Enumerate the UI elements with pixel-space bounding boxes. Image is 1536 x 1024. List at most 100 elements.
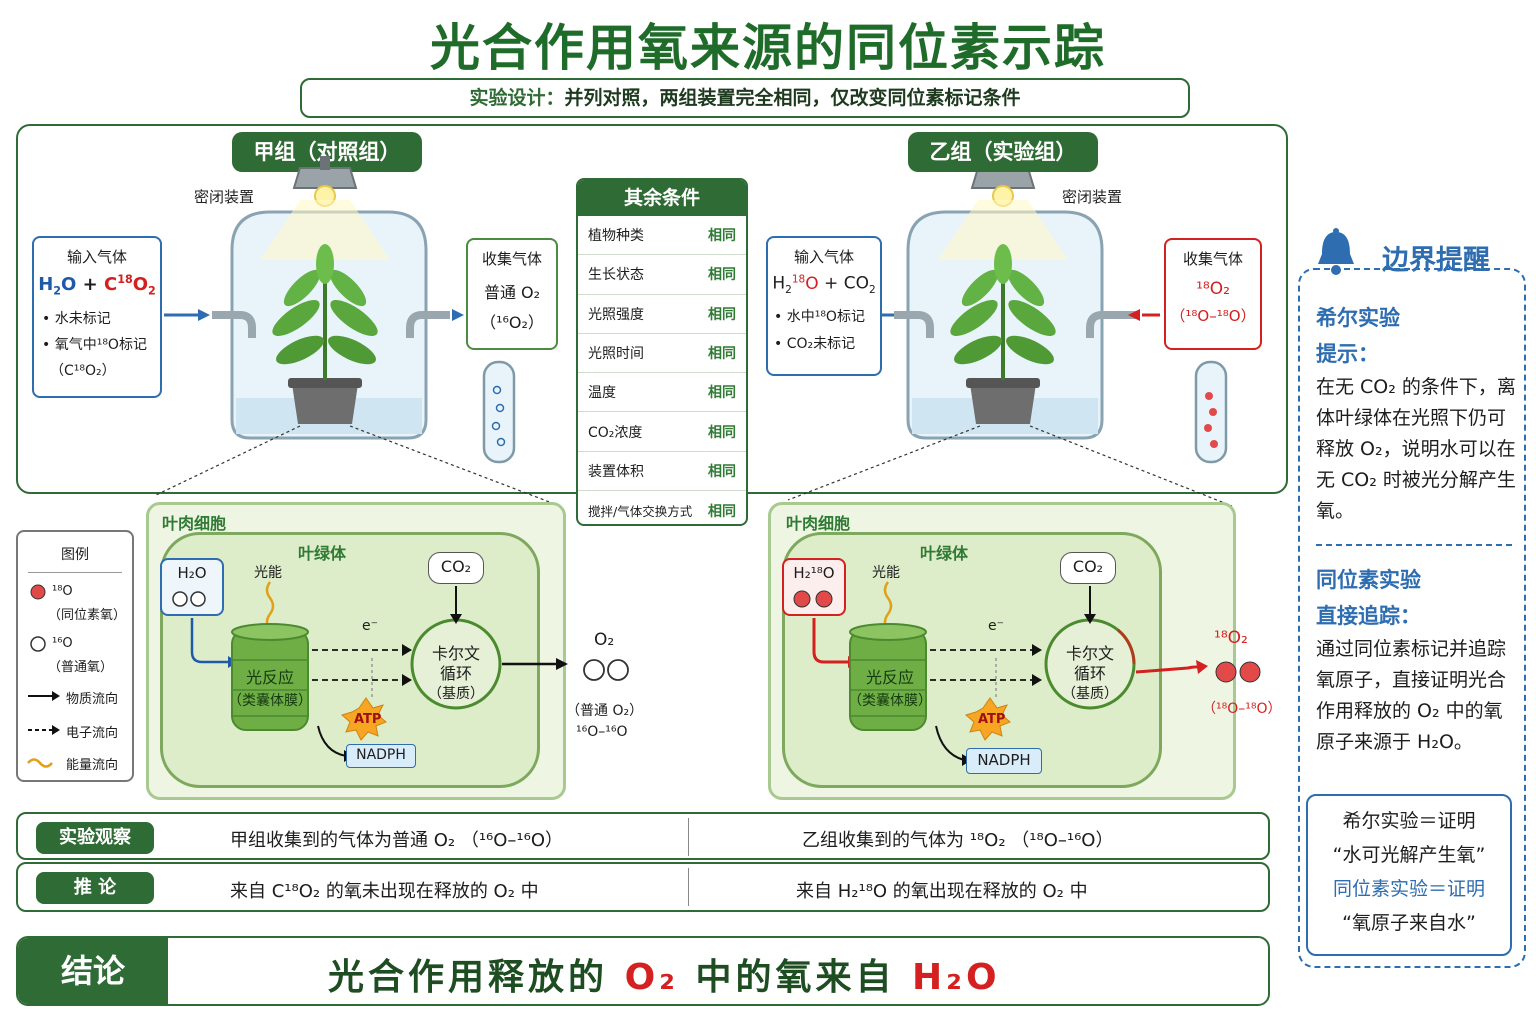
condition-name: 搅拌/气体交换方式 <box>588 504 693 520</box>
apparatus-drawing <box>153 156 1233 507</box>
summary-line-4: “氧原子来自水” <box>1342 912 1476 934</box>
group-a-co2: CO₂ <box>428 552 484 584</box>
group-b-input-formula: H218O + CO2 <box>772 273 876 297</box>
observation-right: 乙组收集到的气体为 ¹⁸O₂ （¹⁸O–¹⁶O） <box>802 830 1114 851</box>
inference-tag: 推 论 <box>36 872 154 904</box>
group-a-collect-line2: （¹⁶O₂） <box>480 313 544 332</box>
group-a-input-box: 输入气体 H2O + C18O2 • 水未标记 • 氧气中¹⁸O标记 （C¹⁸O… <box>32 236 162 398</box>
inference-row <box>16 862 1270 912</box>
condition-value: 相同 <box>708 228 736 245</box>
group-a-bell-jar <box>153 156 561 507</box>
group-b-co2: CO₂ <box>1060 552 1116 584</box>
group-a-calvin-2: 循环 <box>439 664 472 683</box>
condition-row: 植物种类 相同 <box>578 216 746 256</box>
summary-line-2: “水可光解产生氧” <box>1332 844 1486 866</box>
condition-value: 相同 <box>708 346 736 363</box>
condition-value: 相同 <box>708 463 736 480</box>
group-b-calvin-2: 循环 <box>1073 664 1106 683</box>
group-a-o2-desc2: ¹⁶O–¹⁶O <box>576 724 628 740</box>
inference-divider <box>688 868 689 906</box>
inference-right: 来自 H₂¹⁸O 的氧出现在释放的 O₂ 中 <box>796 881 1088 902</box>
group-a-note-3: （C¹⁸O₂） <box>50 362 116 379</box>
condition-row: 温度相同 <box>578 373 746 413</box>
group-b-pathway <box>793 581 1261 766</box>
conclusion-tag: 结论 <box>18 938 168 1004</box>
group-a-note-2: • 氧气中¹⁸O标记 <box>42 336 147 353</box>
group-a-note-1: • 水未标记 <box>42 310 111 327</box>
group-a-chloroplast-label: 叶绿体 <box>298 544 347 563</box>
group-b-light-label: 光能 <box>872 565 900 581</box>
group-b-note-1: • 水中¹⁸O标记 <box>774 309 865 326</box>
page-title: 光合作用氧来源的同位素示踪 <box>430 19 1106 77</box>
group-b-calvin-1: 卡尔文 <box>1065 644 1114 663</box>
sidebar-iso-head2: 直接追踪： <box>1316 604 1421 628</box>
group-a-device-label: 密闭装置 <box>194 188 255 206</box>
condition-value: 相同 <box>708 306 736 323</box>
sidebar-isotope: 同位素实验 直接追踪： 通过同位素标记并追踪氧原子，直接证明光合作用释放的 O₂… <box>1316 562 1516 758</box>
group-b-calvin-3: （基质） <box>1062 686 1118 702</box>
group-b-note-2: • CO₂未标记 <box>774 336 856 353</box>
group-b-light-reaction: 光反应 <box>865 668 914 687</box>
observation-divider <box>688 818 689 856</box>
group-b-input-box: 输入气体 H218O + CO2 • 水中¹⁸O标记 • CO₂未标记 <box>766 236 882 376</box>
group-a-calvin: 卡尔文循环 （基质） <box>418 644 494 704</box>
group-b-collect-title: 收集气体 <box>1182 250 1243 268</box>
design-banner: 实验设计：并列对照，两组装置完全相同，仅改变同位素标记条件 <box>300 78 1190 118</box>
group-a-light-reaction-site: （类囊体膜） <box>228 693 312 709</box>
legend-material: 物质流向 <box>66 692 119 707</box>
condition-name: CO₂浓度 <box>588 424 643 441</box>
group-b-o2-desc: （¹⁸O–¹⁸O） <box>1202 701 1282 717</box>
condition-name: 温度 <box>588 385 616 402</box>
conclusion-h2o: H₂O <box>912 957 1001 998</box>
group-b-o2-label: ¹⁸O₂ <box>1214 628 1248 648</box>
group-a-o2-label: O₂ <box>594 630 615 650</box>
condition-value: 相同 <box>708 267 736 284</box>
group-b-light-reaction-site: （类囊体膜） <box>848 693 932 709</box>
group-a-calvin-3: （基质） <box>428 686 484 702</box>
group-b-collect-line2: （¹⁸O–¹⁸O） <box>1170 307 1256 325</box>
legend-title: 图例 <box>61 547 89 563</box>
group-b-nadph: NADPH <box>966 748 1042 774</box>
design-text: 并列对照，两组装置完全相同，仅改变同位素标记条件 <box>564 87 1021 109</box>
group-a-nadph: NADPH <box>346 744 416 768</box>
group-a-atp: ATP <box>354 712 382 727</box>
group-b-collect-box: 收集气体 ¹⁸O₂ （¹⁸O–¹⁸O） <box>1164 238 1262 350</box>
legend-symbols <box>27 584 60 768</box>
condition-name: 装置体积 <box>588 463 644 480</box>
legend-o16: ¹⁶O <box>52 636 73 651</box>
group-a-collect-line1: 普通 O₂ <box>483 283 541 302</box>
observation-row <box>16 812 1270 860</box>
condition-value: 相同 <box>708 424 736 441</box>
sidebar-hill-head1: 希尔实验 <box>1316 306 1400 330</box>
group-b-h2o: H₂¹⁸O <box>793 564 835 582</box>
legend-o18: ¹⁸O <box>52 584 73 599</box>
group-a-input-title: 输入气体 <box>66 248 127 266</box>
condition-row: CO₂浓度 相同 <box>578 412 746 452</box>
group-b-cell-label: 叶肉细胞 <box>786 514 851 533</box>
condition-name: 植物种类 <box>588 228 644 245</box>
sidebar-iso-text: 通过同位素标记并追踪氧原子，直接证明光合作用释放的 O₂ 中的氧原子来源于 H₂… <box>1316 638 1507 753</box>
group-a-light-label: 光能 <box>254 565 282 581</box>
group-a-calvin-1: 卡尔文 <box>431 644 480 663</box>
conclusion-text-2: 中的氧来自 <box>695 957 896 998</box>
condition-row: 装置体积 相同 <box>578 452 746 492</box>
condition-name: 光照时间 <box>588 346 644 363</box>
group-a-collect-title: 收集气体 <box>481 250 542 268</box>
group-a-cell-label: 叶肉细胞 <box>162 514 227 533</box>
conditions-table: 其余条件 植物种类相同 生长状态相同 光照强度相同 光照时间相同 温度相同 CO… <box>576 178 748 526</box>
conclusion-o2: O₂ <box>624 957 679 998</box>
summary-line-3: 同位素实验＝证明 <box>1332 878 1485 900</box>
design-label: 实验设计： <box>469 87 565 109</box>
legend-electron: 电子流向 <box>66 726 119 741</box>
condition-value: 相同 <box>708 503 736 520</box>
group-b-electron: e⁻ <box>988 618 1005 634</box>
group-b-device-label: 密闭装置 <box>1062 188 1123 206</box>
group-b-tag: 乙组（实验组） <box>908 132 1098 172</box>
group-b-bell-jar <box>787 156 1233 507</box>
group-a-input-formula: H2O + C18O2 <box>38 273 156 298</box>
legend-o18-desc: （同位素氧） <box>48 608 127 623</box>
condition-row: 搅拌/气体交换方式相同 <box>578 491 746 524</box>
conditions-title: 其余条件 <box>578 180 746 216</box>
sidebar <box>1298 268 1526 968</box>
condition-row: 光照时间 相同 <box>578 334 746 374</box>
